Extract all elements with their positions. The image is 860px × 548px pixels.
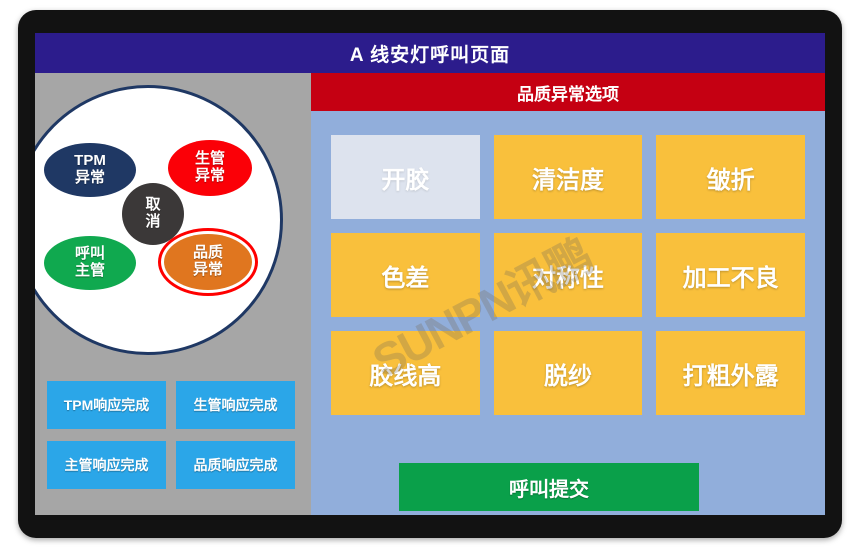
- response-button-quality[interactable]: 品质响应完成: [176, 441, 295, 489]
- radial-bubble-tpm-line2: 异常: [74, 169, 105, 186]
- page-title: A 线安灯呼叫页面: [349, 44, 511, 66]
- radial-call-menu: TPM 异常 生管 异常 取 消 呼叫 主管 品质 异常: [35, 85, 283, 355]
- option-button-secha[interactable]: 色差: [331, 233, 480, 317]
- radial-bubble-quality-line2: 异常: [192, 261, 223, 278]
- device-bezel: A 线安灯呼叫页面 TPM 异常 生管 异常 取 消 呼叫 主管: [18, 10, 842, 538]
- radial-bubble-production-line2: 异常: [194, 167, 225, 184]
- radial-bubble-cancel-line1: 取: [145, 196, 161, 214]
- option-button-zhouzhe[interactable]: 皱折: [656, 135, 805, 219]
- left-panel: TPM 异常 生管 异常 取 消 呼叫 主管 品质 异常: [35, 73, 311, 515]
- response-button-grid: TPM响应完成 生管响应完成 主管响应完成 品质响应完成: [47, 381, 295, 489]
- radial-bubble-call-supervisor[interactable]: 呼叫 主管: [44, 236, 136, 290]
- right-panel: 品质异常选项 开胶 清洁度 皱折 色差 对称性 加工不良 胶线高 脱纱 打粗外露…: [311, 73, 825, 515]
- option-button-duichenxing[interactable]: 对称性: [493, 233, 643, 317]
- page-title-bar: A 线安灯呼叫页面: [35, 33, 825, 73]
- option-button-jiagongbuliang[interactable]: 加工不良: [656, 233, 805, 317]
- radial-bubble-call-supervisor-line1: 呼叫: [74, 245, 105, 263]
- section-header-label: 品质异常选项: [517, 84, 619, 104]
- option-button-jiaoxiangao[interactable]: 胶线高: [331, 331, 480, 415]
- radial-bubble-quality[interactable]: 品质 异常: [164, 234, 252, 290]
- radial-bubble-cancel[interactable]: 取 消: [122, 183, 184, 245]
- radial-bubble-production[interactable]: 生管 异常: [168, 140, 252, 196]
- radial-bubble-tpm[interactable]: TPM 异常: [44, 143, 136, 197]
- response-button-tpm[interactable]: TPM响应完成: [47, 381, 166, 429]
- radial-bubble-cancel-line2: 消: [145, 213, 161, 230]
- section-header: 品质异常选项: [311, 73, 825, 111]
- submit-call-label: 呼叫提交: [509, 478, 589, 501]
- radial-bubble-quality-line1: 品质: [192, 244, 223, 262]
- option-button-dacuwailu[interactable]: 打粗外露: [656, 331, 805, 415]
- radial-bubble-production-line1: 生管: [194, 150, 225, 168]
- radial-bubble-call-supervisor-line2: 主管: [74, 262, 105, 279]
- radial-bubble-tpm-line1: TPM: [74, 152, 106, 170]
- submit-call-button[interactable]: 呼叫提交: [399, 463, 699, 511]
- option-button-qingjiedu[interactable]: 清洁度: [493, 135, 643, 219]
- quality-option-grid: 开胶 清洁度 皱折 色差 对称性 加工不良 胶线高 脱纱 打粗外露: [331, 135, 805, 415]
- response-button-supervisor[interactable]: 主管响应完成: [47, 441, 166, 489]
- option-button-kaijiao[interactable]: 开胶: [331, 135, 480, 219]
- response-button-production[interactable]: 生管响应完成: [176, 381, 295, 429]
- option-button-tuosha[interactable]: 脱纱: [493, 331, 643, 415]
- screen-content: A 线安灯呼叫页面 TPM 异常 生管 异常 取 消 呼叫 主管: [35, 33, 825, 515]
